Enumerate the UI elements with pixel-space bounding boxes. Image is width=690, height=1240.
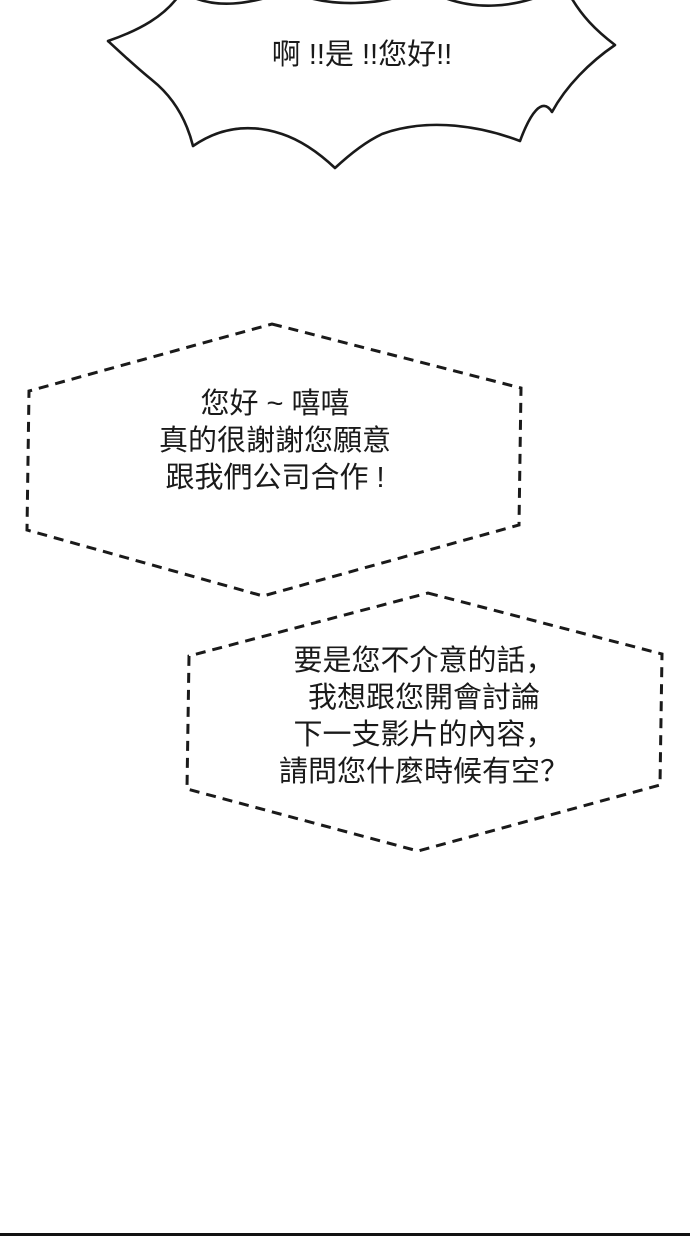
hexagon-balloon-1-text: 您好 ~ 嘻嘻 真的很謝謝您願意 跟我們公司合作 ! — [158, 388, 391, 494]
hexagon-balloon-2-text: 要是您不介意的話， 我想跟您開會討論 下一支影片的內容， 請問您什麼時候有空？ — [278, 645, 569, 788]
panel-bottom-divider — [0, 1233, 690, 1236]
shout-balloon-text: 啊 !!是 !!您好!! — [271, 39, 453, 71]
